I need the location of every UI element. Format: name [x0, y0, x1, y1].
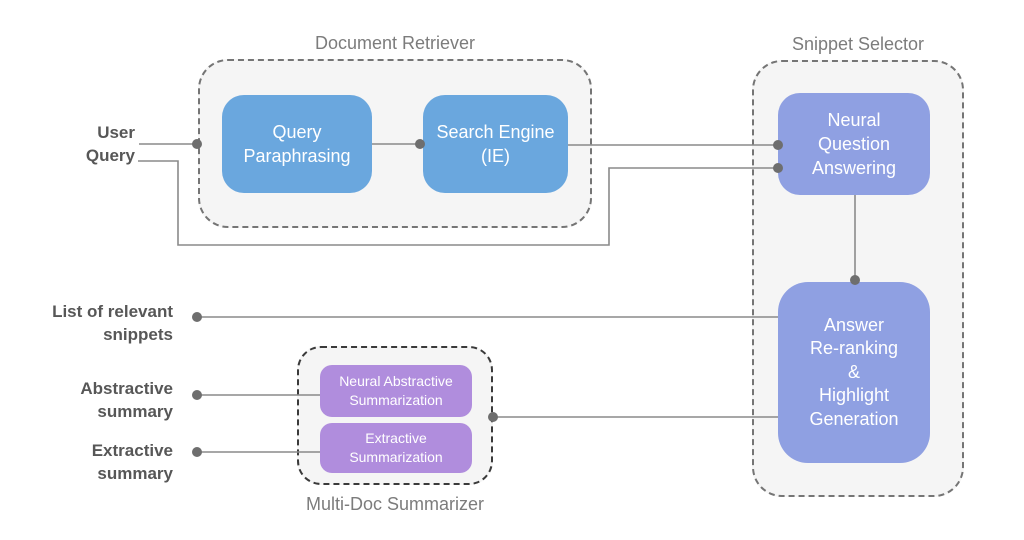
- io-label-abstractive-line2: summary: [97, 402, 173, 421]
- node-search-engine: Search Engine (IE): [423, 95, 568, 193]
- group-label-multi-doc-summarizer: Multi-Doc Summarizer: [305, 494, 485, 514]
- io-label-extractive-line2: summary: [97, 464, 173, 483]
- group-label-document-retriever: Document Retriever: [314, 33, 476, 53]
- node-query-paraphrasing-line1: Query: [272, 122, 322, 142]
- node-extractive-summarization-line2: Summarization: [349, 449, 443, 465]
- node-answer-reranking-line4: Highlight: [818, 385, 890, 406]
- node-query-paraphrasing: Query Paraphrasing: [222, 95, 372, 193]
- node-search-engine-line1: Search Engine: [436, 122, 555, 142]
- node-neural-question-answering-line3: Answering: [811, 158, 897, 178]
- io-label-user-query: User Query: [0, 121, 135, 167]
- connector-dot-abstractive: [192, 390, 202, 400]
- node-answer-reranking-highlight-generation: Answer Re-ranking & Highlight Generation: [778, 282, 930, 463]
- connector-dot-snippets: [192, 312, 202, 322]
- node-neural-abstractive-summarization-line2: Summarization: [349, 392, 443, 408]
- node-neural-abstractive-summarization-line1: Neural Abstractive: [339, 373, 453, 389]
- node-neural-question-answering-line1: Neural: [827, 110, 881, 130]
- io-label-user-query-line2: Query: [85, 146, 135, 165]
- node-answer-reranking-line1: Answer: [823, 314, 885, 335]
- node-neural-question-answering: Neural Question Answering: [778, 93, 930, 195]
- node-answer-reranking-line2: Re-ranking: [809, 338, 899, 359]
- group-label-snippet-selector: Snippet Selector: [791, 34, 925, 54]
- node-neural-question-answering-line2: Question: [817, 134, 891, 154]
- node-search-engine-line2: (IE): [481, 146, 510, 166]
- connector-dot-extractive: [192, 447, 202, 457]
- node-query-paraphrasing-line2: Paraphrasing: [243, 146, 351, 166]
- io-label-snippets-line1: List of relevant: [52, 302, 173, 321]
- io-label-snippets-line2: snippets: [103, 325, 173, 344]
- node-extractive-summarization-line1: Extractive: [365, 430, 427, 446]
- io-label-list-of-relevant-snippets: List of relevant snippets: [0, 300, 173, 346]
- node-answer-reranking-line3: &: [847, 361, 860, 382]
- io-label-abstractive-line1: Abstractive: [80, 379, 173, 398]
- io-label-abstractive-summary: Abstractive summary: [0, 377, 173, 423]
- node-neural-abstractive-summarization: Neural Abstractive Summarization: [320, 365, 472, 417]
- node-answer-reranking-line5: Generation: [809, 408, 899, 429]
- io-label-user-query-line1: User: [97, 123, 135, 142]
- io-label-extractive-line1: Extractive: [91, 441, 173, 460]
- io-label-extractive-summary: Extractive summary: [0, 439, 173, 485]
- node-extractive-summarization: Extractive Summarization: [320, 423, 472, 473]
